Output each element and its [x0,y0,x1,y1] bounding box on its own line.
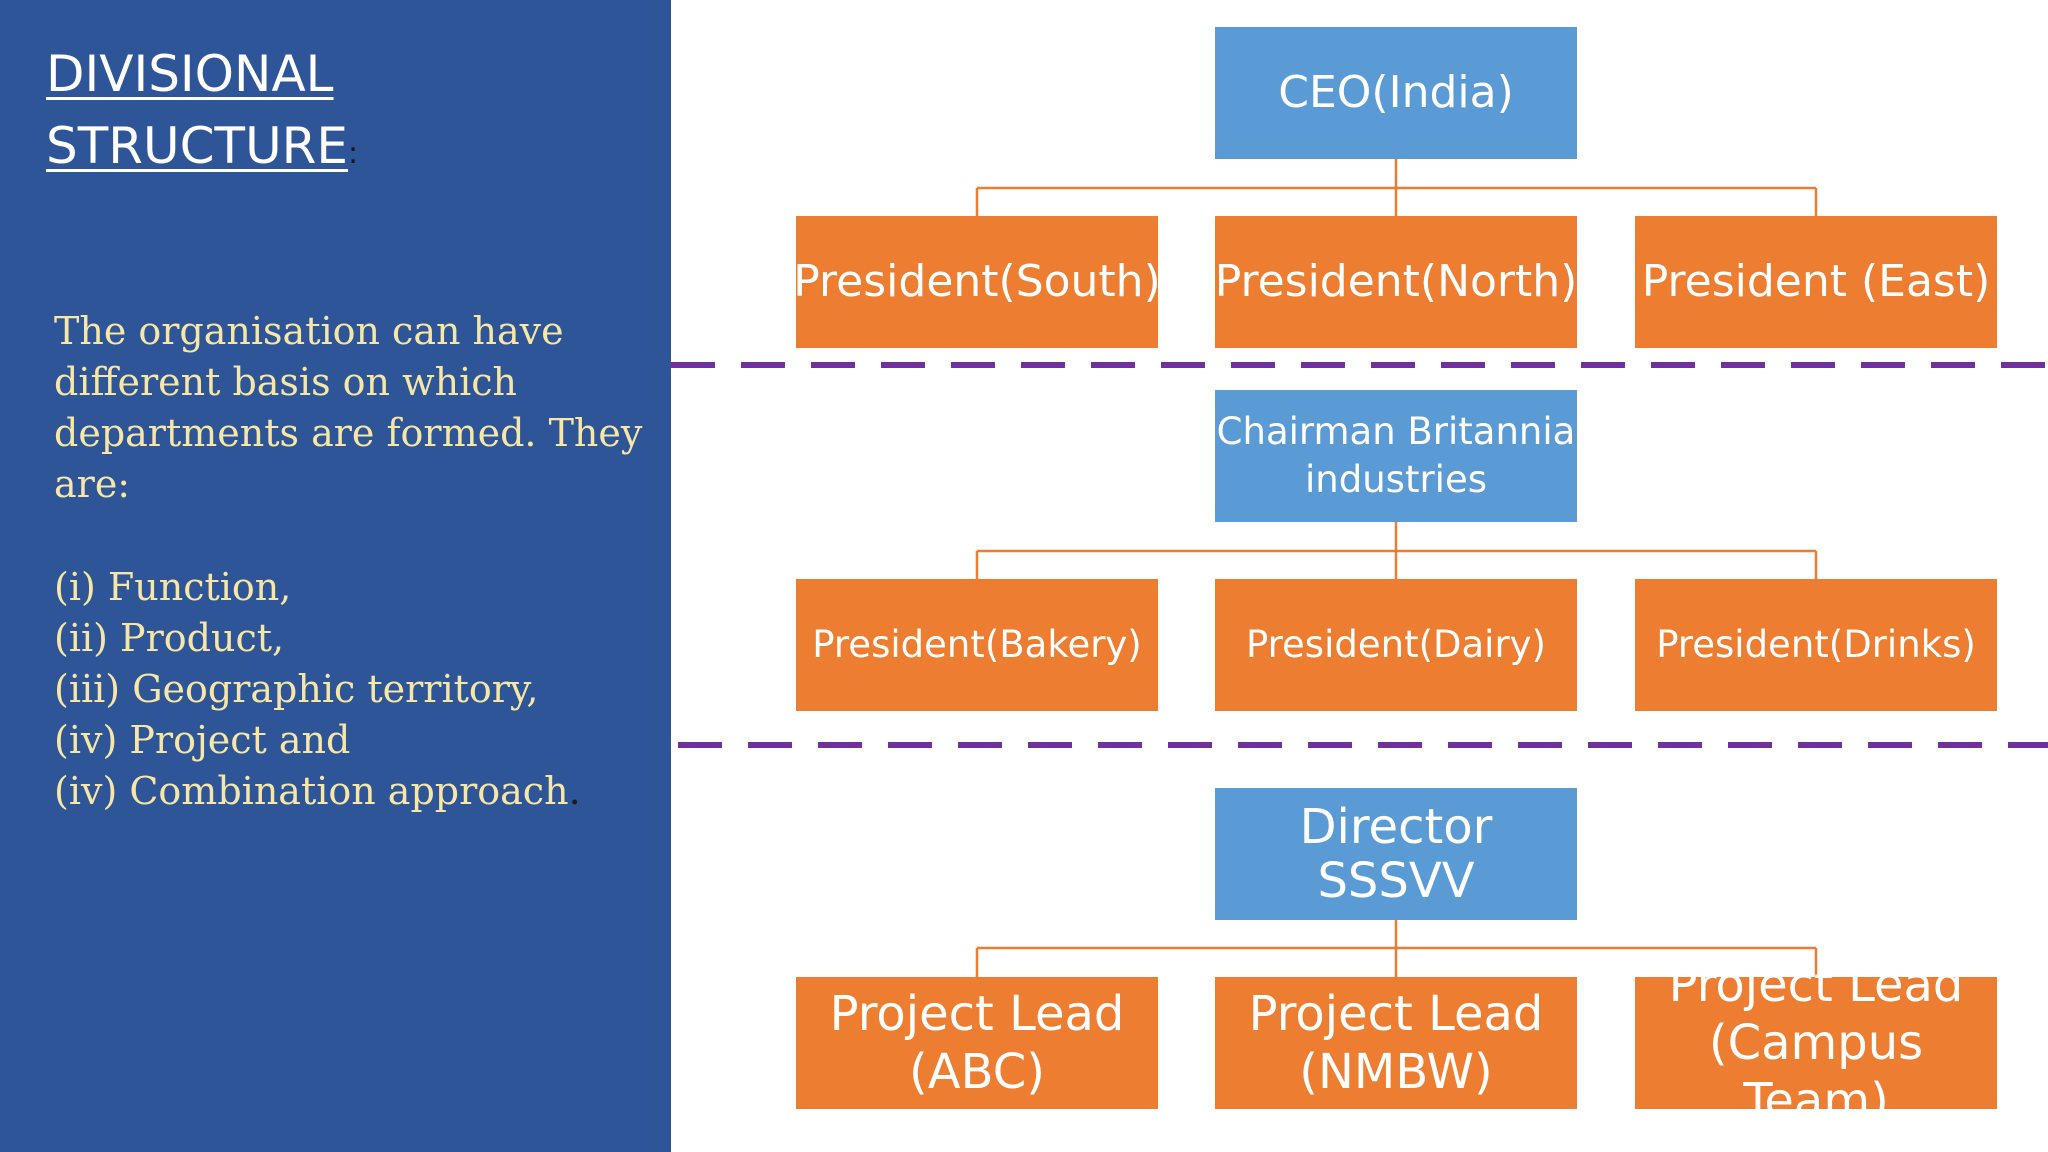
basis-item-geographic: (iii) Geographic territory, [54,667,539,711]
org-child-box-1-2: President(North) [1215,216,1577,348]
org-head-box-3: Director SSSVV [1215,788,1577,920]
basis-item-function: (i) Function, [54,565,292,609]
org-head-box-1: CEO(India) [1215,27,1577,159]
title-line-1: DIVISIONAL [46,45,334,103]
org-head-box-2: Chairman Britannia industries [1215,390,1577,522]
slide-title: DIVISIONAL STRUCTURE: [46,38,358,190]
org-child-box-2-2: President(Dairy) [1215,579,1577,711]
org-child-box-2-3: President(Drinks) [1635,579,1997,711]
basis-item-combination: (iv) Combination approach. [54,769,581,813]
org-child-box-2-1: President(Bakery) [796,579,1158,711]
org-child-box-2-3-label: President(Drinks) [1656,623,1976,666]
org-head-box-1-label: CEO(India) [1278,67,1514,118]
org-child-box-1-1-label: President(South) [793,256,1161,307]
org-head-box-2-label: Chairman Britannia industries [1216,410,1576,501]
title-line-2: STRUCTURE [46,117,349,175]
org-child-box-3-1-label: Project Lead (ABC) [829,986,1125,1100]
org-child-box-2-2-label: President(Dairy) [1245,623,1546,666]
basis-list: (i) Function, (ii) Product, (iii) Geogra… [54,562,664,817]
intro-text: The organisation can have different basi… [54,309,643,506]
title-colon: : [348,136,359,171]
left-panel: DIVISIONAL STRUCTURE: The organisation c… [0,0,671,1152]
org-child-box-3-3: Project Lead (Campus Team) [1635,957,1997,1129]
org-child-box-3-2-label: Project Lead (NMBW) [1248,986,1544,1100]
org-child-box-3-3-label: Project Lead (Campus Team) [1668,957,1964,1129]
org-child-box-1-2-label: President(North) [1214,256,1578,307]
org-child-box-1-3-label: President (East) [1641,256,1991,307]
org-child-box-2-1-label: President(Bakery) [812,623,1142,666]
basis-item-project: (iv) Project and [54,718,351,762]
basis-item-product: (ii) Product, [54,616,285,660]
org-head-box-3-label: Director SSSVV [1299,799,1493,909]
org-child-box-1-1: President(South) [793,216,1161,348]
org-child-box-3-1: Project Lead (ABC) [796,977,1158,1109]
org-child-box-1-3: President (East) [1635,216,1997,348]
org-child-box-3-2: Project Lead (NMBW) [1215,977,1577,1109]
basis-period: . [568,769,581,813]
